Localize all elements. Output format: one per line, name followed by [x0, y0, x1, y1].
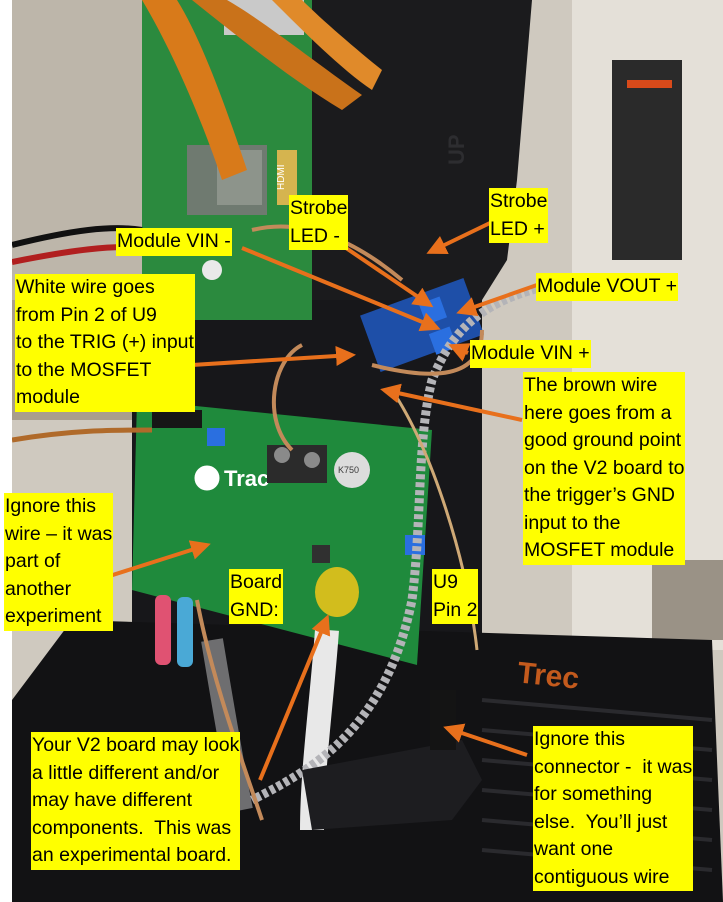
callout-module-vin-minus: Module VIN - [116, 228, 232, 256]
svg-text:K750: K750 [338, 465, 359, 475]
callout-ignore-wire: Ignore this wire – it was part of anothe… [4, 493, 114, 631]
inductor [312, 545, 330, 563]
callout-brown-wire: The brown wire here goes from a good gro… [523, 372, 686, 565]
red-heatshrink [155, 595, 171, 665]
trimpot-left [207, 428, 225, 446]
trec-logo: Trec [516, 656, 581, 695]
trimpot-right [405, 535, 425, 555]
ribbon-cable [142, 0, 247, 180]
callout-board-gnd: Board GND: [229, 569, 284, 624]
board-gnd-blob [315, 567, 359, 617]
callout-ignore-connector: Ignore this connector - it was for somet… [533, 726, 694, 891]
blue-heatshrink [177, 597, 193, 667]
callout-module-vin-plus: Module VIN + [470, 340, 591, 368]
ignore-connector-part [430, 690, 456, 750]
mount-bracket [302, 740, 482, 830]
callout-strobe-led-minus: Strobe LED - [289, 195, 349, 250]
capacitor [334, 452, 370, 488]
rpi-logo [202, 260, 222, 280]
up-marking: UP [444, 134, 469, 165]
svg-text:HDMI: HDMI [276, 164, 287, 190]
callout-module-vout-plus: Module VOUT + [536, 273, 678, 301]
callout-v2-board-note: Your V2 board may look a little differen… [31, 732, 241, 870]
background-printer [612, 60, 682, 260]
callout-white-wire: White wire goes from Pin 2 of U9 to the … [15, 274, 195, 412]
board-logo-mark [191, 462, 223, 494]
board-brand: Trac [224, 466, 269, 491]
callout-u9-pin2: U9 Pin 2 [432, 569, 479, 624]
callout-strobe-led-plus: Strobe LED + [489, 188, 549, 243]
